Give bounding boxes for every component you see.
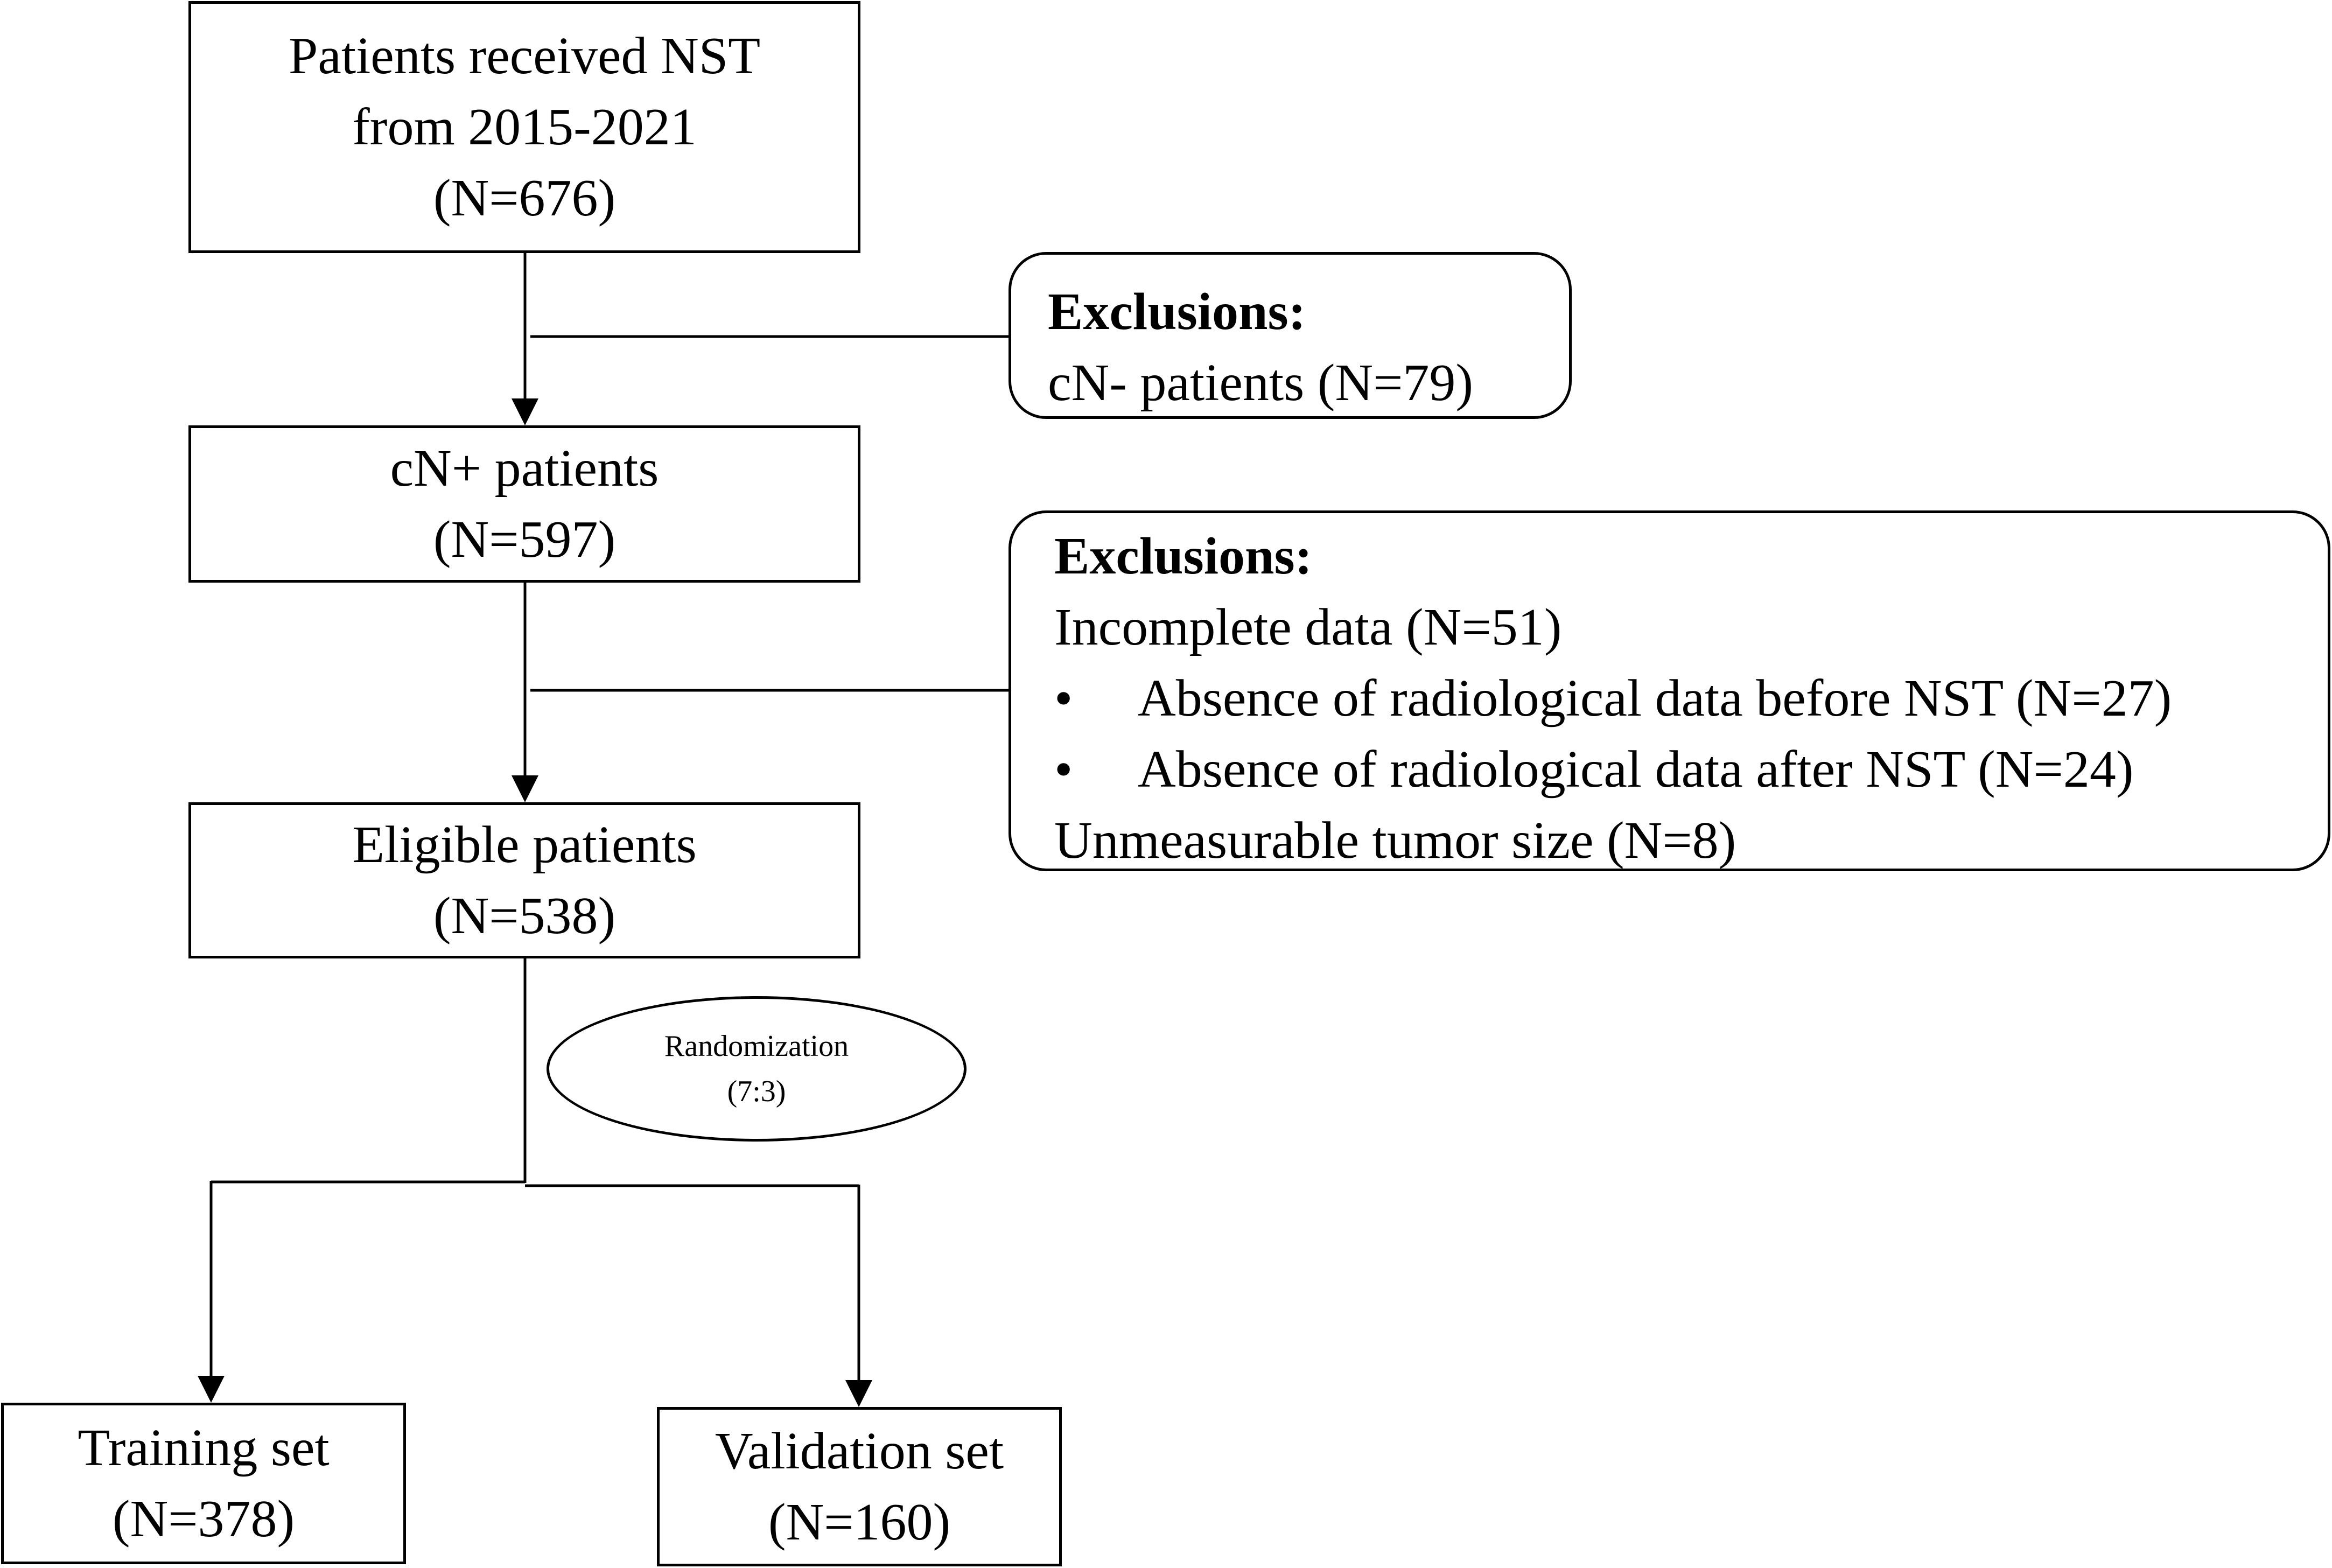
randomization-oval: Randomization (7:3) xyxy=(547,996,967,1142)
start-node-line-1: Patients received NST xyxy=(288,27,761,85)
exclusions-2-incomplete: Incomplete data (N=51) xyxy=(1054,598,1562,656)
start-node: Patients received NST from 2015-2021 (N=… xyxy=(188,1,860,253)
bullet-marker: • xyxy=(1054,669,1073,727)
cn-plus-node: cN+ patients (N=597) xyxy=(188,425,860,583)
start-node-line-2: from 2015-2021 xyxy=(352,98,697,156)
start-node-line-3: (N=676) xyxy=(433,169,616,227)
eligible-node-line-2: (N=538) xyxy=(433,887,616,945)
exclusions-2-bullet-1: • Absence of radiological data before NS… xyxy=(1054,663,2328,734)
exclusions-1-line: cN- patients (N=79) xyxy=(1048,354,1474,412)
eligible-node-line-1: Eligible patients xyxy=(352,816,697,874)
exclusions-1-heading: Exclusions: xyxy=(1048,283,1306,341)
exclusions-2-unmeasurable: Unmeasurable tumor size (N=8) xyxy=(1054,811,1736,870)
cn-plus-node-line-2: (N=597) xyxy=(433,510,616,569)
training-node-line-2: (N=378) xyxy=(112,1490,295,1548)
cn-plus-node-line-1: cN+ patients xyxy=(390,439,659,498)
training-node-line-1: Training set xyxy=(78,1419,330,1477)
randomization-label: Randomization xyxy=(664,1030,849,1063)
bullet-text: Absence of radiological data before NST … xyxy=(1138,669,2172,727)
eligible-node: Eligible patients (N=538) xyxy=(188,802,860,958)
randomization-ratio: (7:3) xyxy=(727,1075,786,1108)
exclusions-2-bullet-2: • Absence of radiological data after NST… xyxy=(1054,734,2328,805)
training-node: Training set (N=378) xyxy=(1,1403,406,1564)
bullet-marker: • xyxy=(1054,740,1073,799)
bullet-text: Absence of radiological data after NST (… xyxy=(1138,740,2134,799)
validation-node-line-1: Validation set xyxy=(715,1422,1004,1480)
validation-node-line-2: (N=160) xyxy=(768,1493,951,1551)
exclusions-2-heading: Exclusions: xyxy=(1054,527,1313,585)
validation-node: Validation set (N=160) xyxy=(657,1407,1062,1566)
exclusions-box-1: Exclusions: cN- patients (N=79) xyxy=(1009,252,1572,419)
exclusions-box-2: Exclusions: Incomplete data (N=51) • Abs… xyxy=(1009,510,2330,871)
